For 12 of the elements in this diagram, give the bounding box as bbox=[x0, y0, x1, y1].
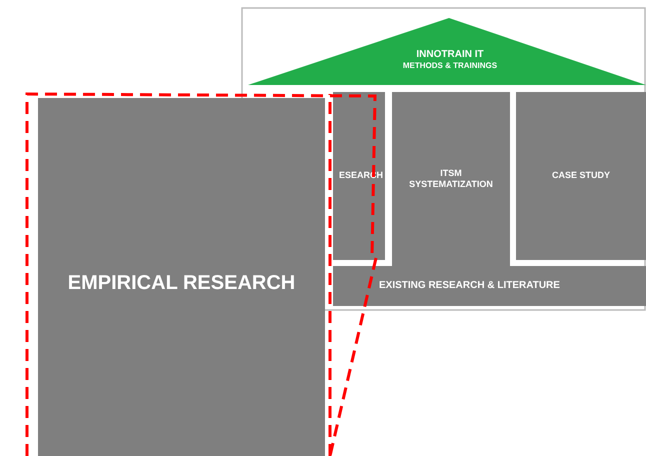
enlarged-box bbox=[38, 98, 325, 456]
box-label: ITSM SYSTEMATIZATION bbox=[408, 168, 494, 190]
pillar-box bbox=[516, 92, 646, 260]
pillar-box bbox=[333, 92, 385, 260]
box-label: CASE STUDY bbox=[552, 170, 610, 182]
pillar-box bbox=[392, 92, 510, 266]
roof-subtitle: METHODS & TRAININGS bbox=[402, 61, 498, 72]
foundation-box bbox=[333, 266, 646, 306]
box-label: ESEARCH bbox=[338, 170, 383, 182]
box-label: EXISTING RESEARCH & LITERATURE bbox=[379, 280, 560, 292]
box-label: EMPIRICAL RESEARCH bbox=[68, 270, 296, 296]
roof-title: INNOTRAIN IT bbox=[416, 48, 484, 62]
